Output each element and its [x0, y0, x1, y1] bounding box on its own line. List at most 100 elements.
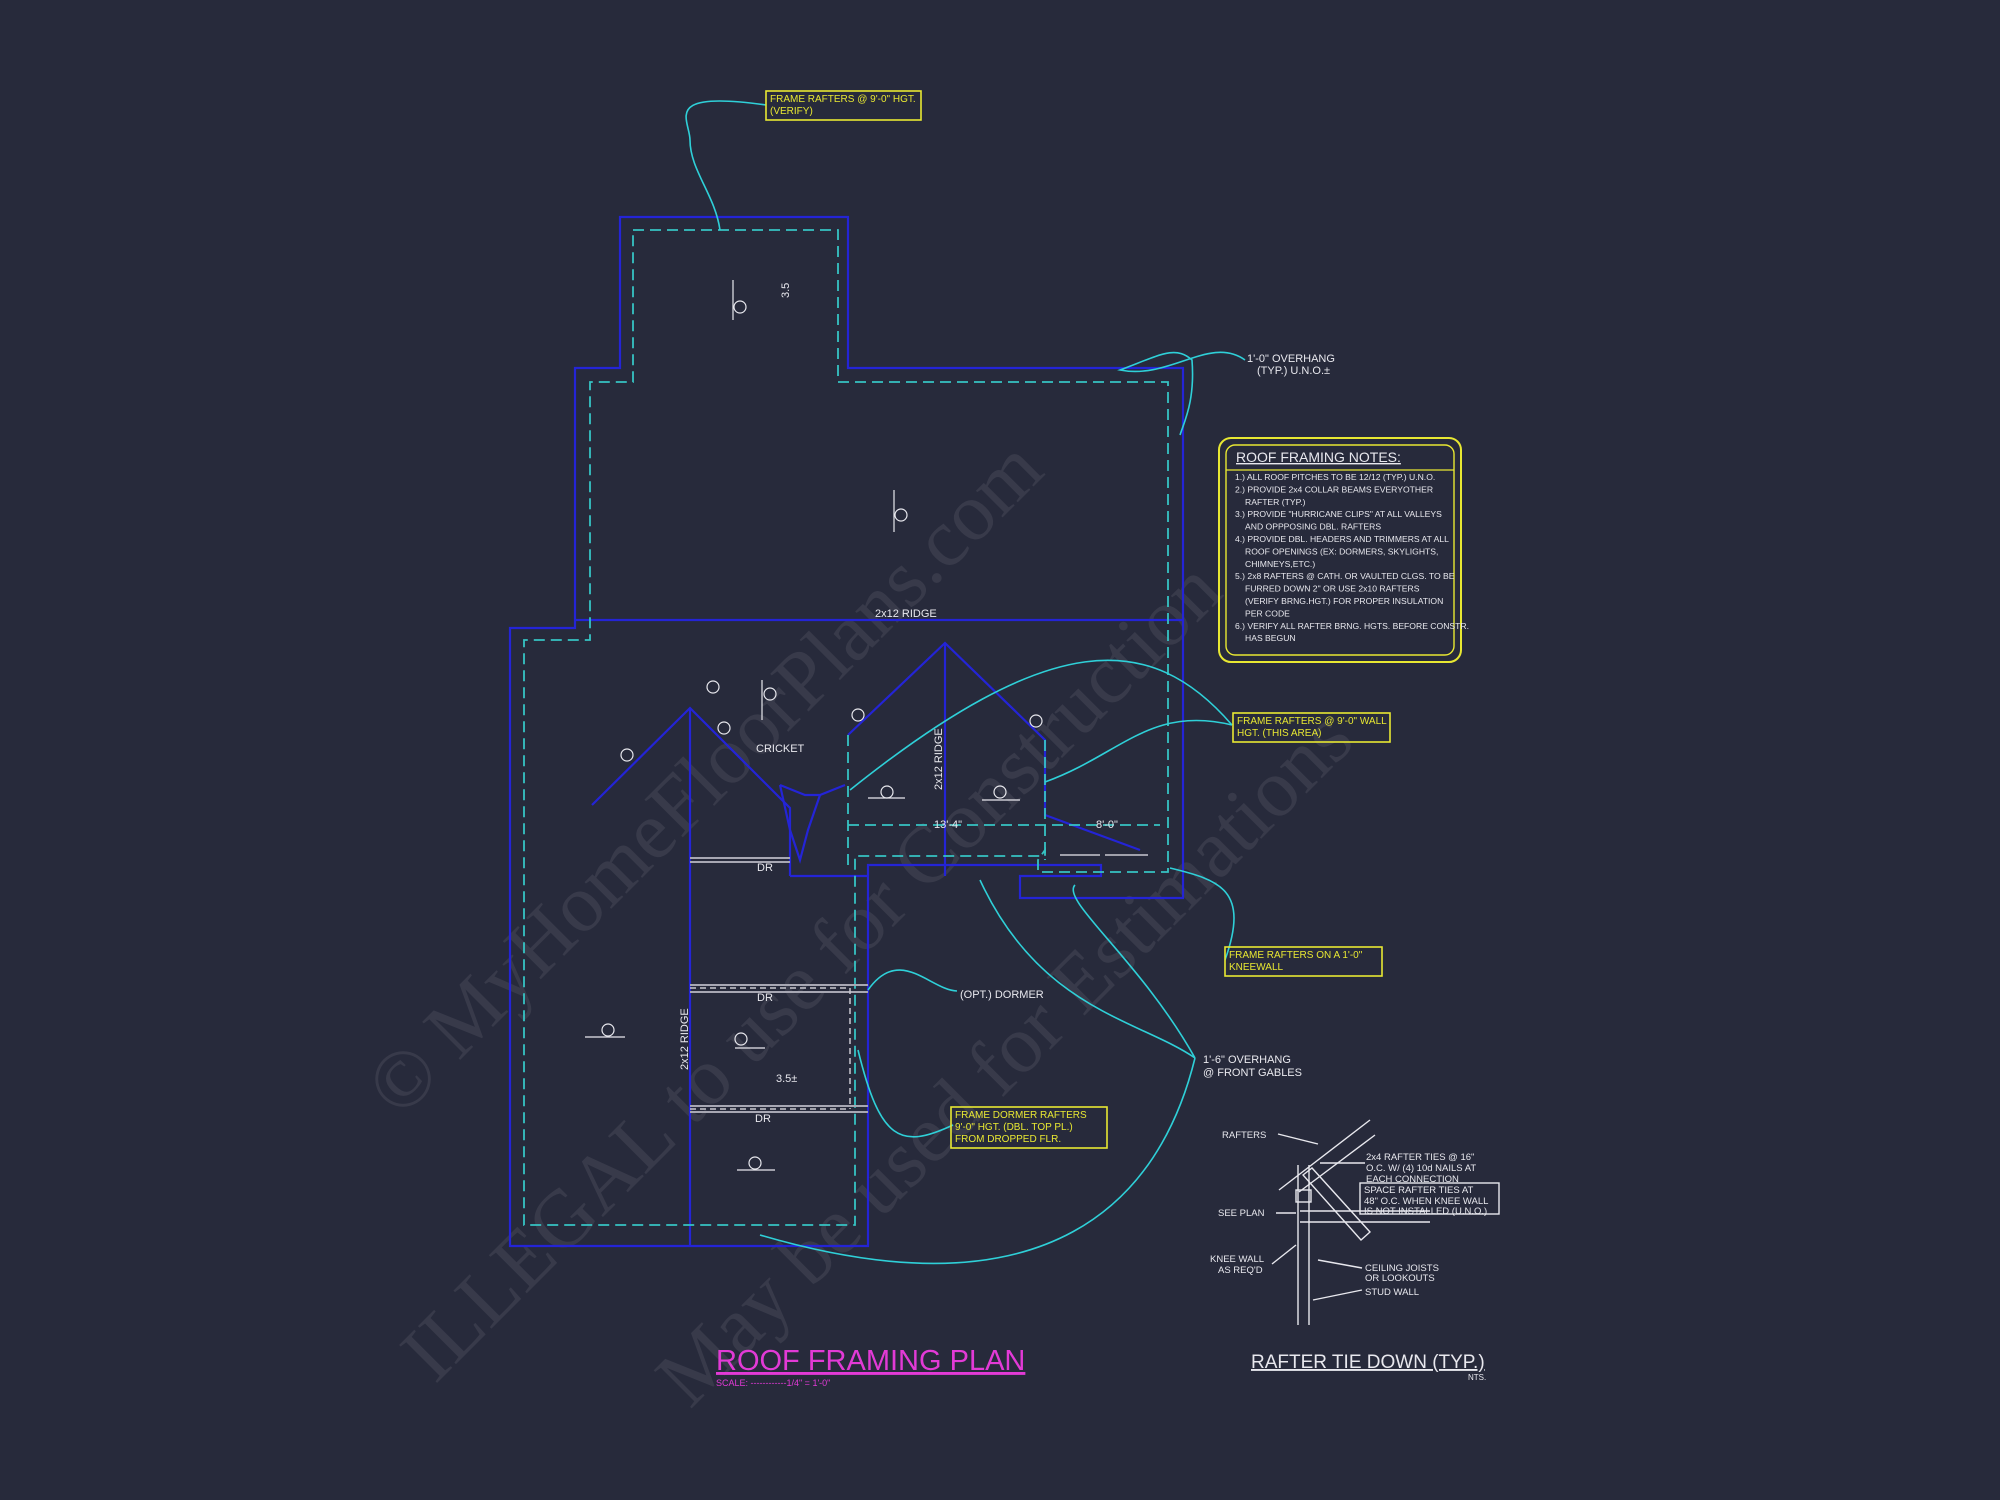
overhang-outline [523, 229, 1169, 1226]
detail-title: RAFTER TIE DOWN (TYP.) [1251, 1352, 1485, 1373]
main-ridge-label: 2x12 RIDGE [875, 608, 937, 620]
svg-text:9'-0" HGT. (DBL. TOP PL.): 9'-0" HGT. (DBL. TOP PL.) [955, 1122, 1073, 1133]
outer-wall [508, 215, 1185, 1248]
callout-front-overhang: 1'-6" OVERHANG @ FRONT GABLES [1203, 1054, 1302, 1079]
pitch-3-5-label: 3.5± [776, 1073, 797, 1085]
svg-text:2x4 RAFTER TIES @ 16": 2x4 RAFTER TIES @ 16" [1366, 1152, 1474, 1163]
svg-text:48" O.C. WHEN KNEE WALL: 48" O.C. WHEN KNEE WALL [1364, 1196, 1488, 1207]
svg-text:HGT. (THIS AREA): HGT. (THIS AREA) [1237, 728, 1321, 739]
dormer-dashed [690, 987, 851, 1110]
mid-ridge-label: 2x12 RIDGE [933, 728, 945, 790]
note-line: 4.) PROVIDE DBL. HEADERS AND TRIMMERS AT… [1235, 534, 1449, 544]
svg-text:IS NOT INSTALLED (U.N.O.): IS NOT INSTALLED (U.N.O.) [1364, 1206, 1487, 1217]
note-line: CHIMNEYS,ETC.) [1245, 559, 1315, 569]
rafter-tie-down-detail: RAFTERS 2x4 RAFTER TIES @ 16" O.C. W/ (4… [1210, 1119, 1500, 1382]
svg-text:FRAME DORMER RAFTERS: FRAME DORMER RAFTERS [955, 1110, 1087, 1121]
svg-text:FRAME RAFTERS @ 9'-0" WALL: FRAME RAFTERS @ 9'-0" WALL [1237, 716, 1387, 727]
svg-text:KNEE WALL: KNEE WALL [1210, 1254, 1264, 1265]
marker-top [733, 300, 747, 314]
rafter-tie [1301, 1167, 1371, 1241]
svg-text:KNEEWALL: KNEEWALL [1229, 962, 1284, 973]
svg-text:RAFTERS: RAFTERS [1222, 1130, 1266, 1141]
callout-kneewall: FRAME RAFTERS ON A 1'-0" KNEEWALL [1224, 946, 1383, 977]
dr-label-2: DR [757, 992, 773, 1004]
svg-text:EACH CONNECTION: EACH CONNECTION [1366, 1174, 1459, 1185]
pitch-label-top: 3.5 [780, 283, 792, 298]
dr-label-3: DR [755, 1113, 771, 1125]
overhang-dashed [523, 229, 1169, 1226]
detail-leader-knee [1271, 1244, 1297, 1265]
plan-labels: 2x12 RIDGE 2x12 RIDGE 2x12 RIDGE CRICKET… [679, 283, 1118, 1125]
note-line: 1.) ALL ROOF PITCHES TO BE 12/12 (TYP.) … [1235, 472, 1435, 482]
marker-cricket [763, 687, 777, 701]
detail-nts: NTS. [1468, 1373, 1486, 1382]
svg-text:@ FRONT GABLES: @ FRONT GABLES [1203, 1067, 1302, 1079]
marker-11 [601, 1023, 615, 1037]
note-line: ROOF OPENINGS (EX: DORMERS, SKYLIGHTS, [1245, 546, 1438, 556]
leader-front-overhang-c [759, 1057, 1196, 1265]
marker-main [894, 508, 908, 522]
plan-scale: SCALE: ------------1/4" = 1'-0" [716, 1378, 830, 1388]
svg-text:(VERIFY): (VERIFY) [770, 106, 813, 117]
watermark: © MyHomeFloorPlans.com ILLEGAL to use fo… [348, 422, 1369, 1423]
svg-text:AS REQ'D: AS REQ'D [1218, 1265, 1263, 1276]
marker-5 [717, 721, 731, 735]
callout-wall-rafters: FRAME RAFTERS @ 9'-0" WALL HGT. (THIS AR… [1232, 712, 1391, 743]
svg-text:1'-6" OVERHANG: 1'-6" OVERHANG [1203, 1054, 1291, 1066]
leader-wall-rafters-b [849, 659, 1233, 791]
note-line: PER CODE [1245, 608, 1290, 618]
notes-title: ROOF FRAMING NOTES: [1236, 449, 1401, 465]
svg-text:CEILING JOISTS: CEILING JOISTS [1365, 1263, 1439, 1274]
notes-lines: 1.) ALL ROOF PITCHES TO BE 12/12 (TYP.) … [1235, 472, 1469, 643]
svg-text:1'-0" OVERHANG: 1'-0" OVERHANG [1247, 353, 1335, 365]
marker-8 [706, 680, 720, 694]
cricket-label: CRICKET [756, 743, 805, 755]
dr-label-1: DR [757, 862, 773, 874]
detail-leader-joists [1317, 1259, 1363, 1269]
callout-dormer-rafters: FRAME DORMER RAFTERS 9'-0" HGT. (DBL. TO… [950, 1106, 1108, 1149]
tie-block [1295, 1189, 1312, 1203]
dim-right-label: 8'-0" [1096, 819, 1118, 831]
svg-text:O.C. W/ (4) 10d NAILS AT: O.C. W/ (4) 10d NAILS AT [1366, 1163, 1476, 1174]
note-line: (VERIFY BRNG.HGT.) FOR PROPER INSULATION [1245, 596, 1443, 606]
leaders [685, 100, 1246, 1265]
marker-6 [851, 708, 865, 722]
plan-title-block: ROOF FRAMING PLAN SCALE: ------------1/4… [716, 1345, 1025, 1388]
svg-text:FRAME RAFTERS ON A 1'-0": FRAME RAFTERS ON A 1'-0" [1229, 950, 1363, 961]
note-line: 2.) PROVIDE 2x4 COLLAR BEAMS EVERYOTHER [1235, 484, 1433, 494]
wall-outline [508, 215, 1185, 1248]
leader-overhang [1117, 351, 1246, 436]
roof-framing-notes: ROOF FRAMING NOTES: 1.) ALL ROOF PITCHES… [1218, 437, 1469, 663]
note-line: HAS BEGUN [1245, 633, 1296, 643]
marker-7 [1029, 714, 1043, 728]
detail-leader-stud [1312, 1289, 1363, 1301]
plan-title: ROOF FRAMING PLAN [716, 1345, 1025, 1377]
note-line: 6.) VERIFY ALL RAFTER BRNG. HGTS. BEFORE… [1235, 621, 1469, 631]
leader-front-overhang-b [1072, 884, 1196, 1059]
leader-wall-rafters-a [1044, 719, 1233, 783]
svg-text:(TYP.) U.N.O.±: (TYP.) U.N.O.± [1257, 365, 1330, 377]
svg-text:SEE PLAN: SEE PLAN [1218, 1208, 1265, 1219]
svg-text:OR LOOKOUTS: OR LOOKOUTS [1365, 1273, 1435, 1284]
rafter-line-a [1278, 1119, 1371, 1191]
cricket-v [778, 784, 822, 864]
svg-text:FRAME RAFTERS @ 9'-0" HGT.: FRAME RAFTERS @ 9'-0" HGT. [770, 94, 916, 105]
left-ridge-label: 2x12 RIDGE [679, 1008, 691, 1070]
pitch-markers [585, 280, 1148, 1171]
note-line: 3.) PROVIDE "HURRICANE CLIPS" AT ALL VAL… [1235, 509, 1442, 519]
space-ties-box [1359, 1182, 1500, 1215]
marker-13 [748, 1156, 762, 1170]
svg-text:FROM DROPPED FLR.: FROM DROPPED FLR. [955, 1134, 1061, 1145]
marker-left-hip [620, 748, 634, 762]
roof-plan [508, 215, 1185, 1248]
leader-top-rafters [685, 100, 767, 231]
note-line: AND OPPPOSING DBL. RAFTERS [1245, 522, 1381, 532]
leader-front-overhang-a [979, 879, 1196, 1059]
leader-opt-dormer [867, 969, 958, 992]
leader-dormer-rafters [857, 1049, 954, 1138]
dim-left-label: 13'-4" [934, 819, 962, 831]
marker-9 [880, 785, 894, 799]
callout-opt-dormer: (OPT.) DORMER [960, 989, 1044, 1001]
marker-10 [993, 785, 1007, 799]
